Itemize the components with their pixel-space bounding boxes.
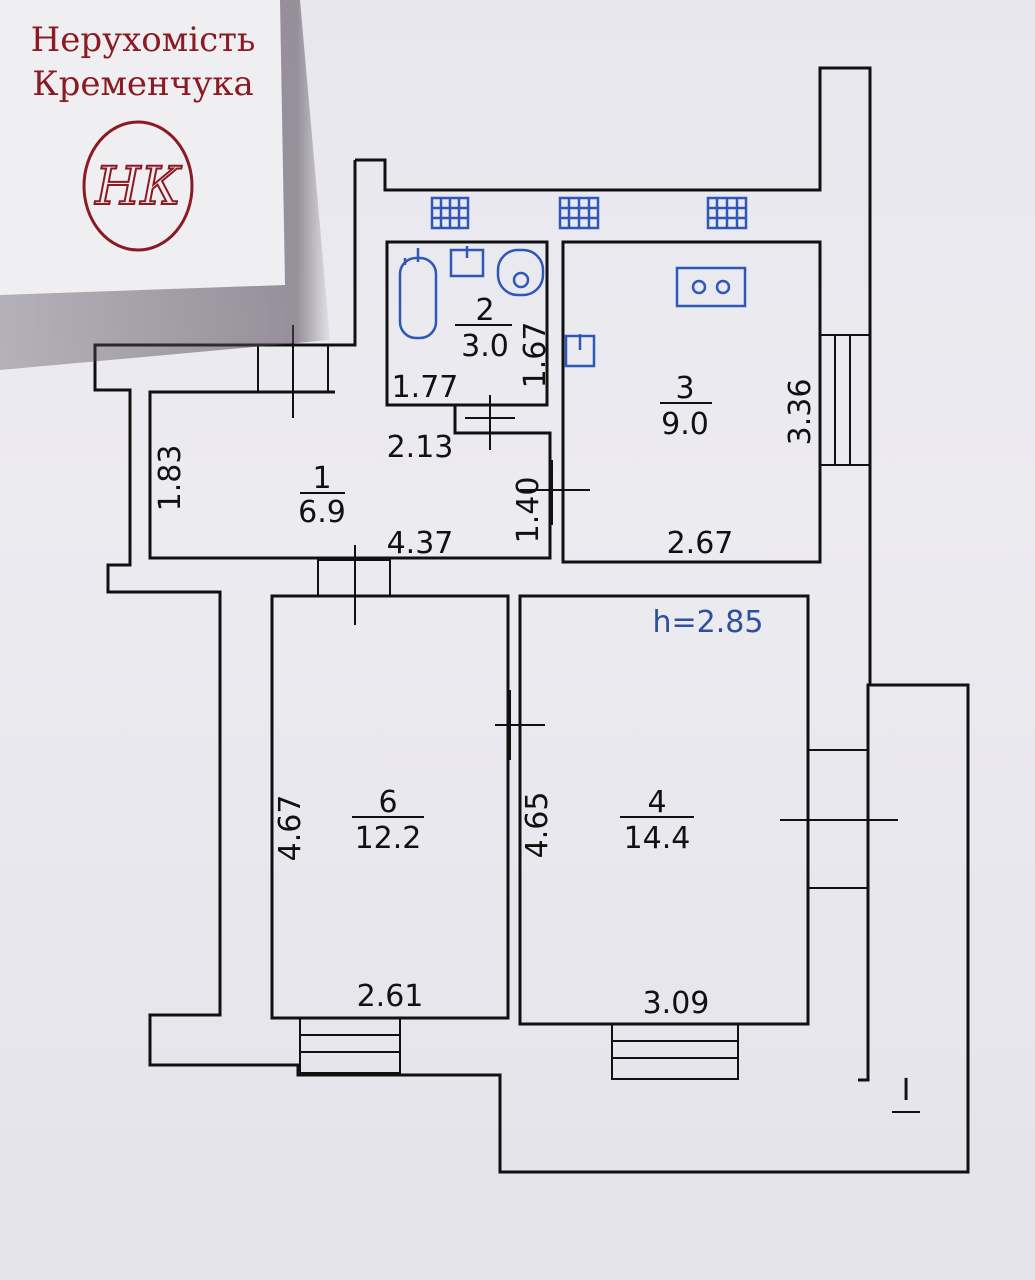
- room-number: 6: [378, 785, 397, 820]
- radiator-icon: [430, 196, 470, 230]
- dim-room4-depth: 4.65: [520, 792, 555, 859]
- radiator-icon: [558, 196, 600, 230]
- room-6-label: 6 12.2: [352, 785, 424, 856]
- room-area: 14.4: [624, 821, 691, 856]
- room-area: 12.2: [355, 821, 422, 856]
- doors: [317, 395, 898, 821]
- dim-corridor-bottom: 4.37: [387, 526, 454, 561]
- stove-icon: [675, 266, 747, 308]
- room-1-corridor: [148, 390, 552, 560]
- room-area: 9.0: [661, 407, 709, 442]
- room-area: 3.0: [461, 329, 509, 364]
- dim-bath-depth: 1.67: [518, 322, 553, 389]
- dim-room6-width: 2.61: [357, 979, 424, 1014]
- dim-corridor-top: 2.13: [387, 430, 454, 465]
- brand-line-1: Нерухомість: [30, 20, 256, 60]
- brand-line-2: Кременчука: [32, 64, 254, 104]
- radiator-icon: [706, 196, 748, 230]
- room-number: 1: [312, 461, 331, 496]
- room-number: 2: [475, 293, 494, 328]
- dim-corridor-left: 1.83: [153, 445, 188, 512]
- fixtures: [398, 196, 748, 368]
- ceiling-height: h=2.85: [653, 605, 764, 640]
- dimension-labels: 1.77 1.67 2.13 1.83 4.37 1.40 2.67 3.36 …: [153, 322, 818, 1021]
- paper-note: [0, 0, 285, 295]
- room-labels: 1 6.9 2 3.0 3 9.0 6 12.2 4 14.4: [298, 293, 712, 856]
- toilet-icon: [496, 248, 545, 297]
- dim-bath-width: 1.77: [392, 370, 459, 405]
- kitchen-sink-icon: [564, 334, 596, 368]
- room-number: 3: [675, 371, 694, 406]
- room-3-label: 3 9.0: [660, 371, 712, 442]
- brand-watermark: Нерухомість Кременчука: [18, 18, 268, 106]
- dim-kitchen-width: 2.67: [667, 526, 734, 561]
- dim-corridor-right: 1.40: [511, 477, 546, 544]
- room-4-label: 4 14.4: [620, 785, 694, 856]
- dim-kitchen-depth: 3.36: [783, 379, 818, 446]
- room-2-bathroom: [385, 240, 549, 407]
- room-2-label: 2 3.0: [455, 293, 512, 364]
- bathtub-icon: [398, 248, 438, 340]
- dim-room4-width: 3.09: [643, 986, 710, 1021]
- room-number: 4: [647, 785, 666, 820]
- brand-monogram-seal-icon: НК: [82, 120, 194, 252]
- room-1-label: 1 6.9: [298, 461, 346, 530]
- brand-monogram: НК: [94, 157, 182, 217]
- sink-icon: [449, 246, 485, 278]
- section-mark-label: I: [902, 1073, 911, 1108]
- room-area: 6.9: [298, 495, 346, 530]
- dim-room6-depth: 4.67: [273, 795, 308, 862]
- section-mark: I: [892, 1073, 920, 1113]
